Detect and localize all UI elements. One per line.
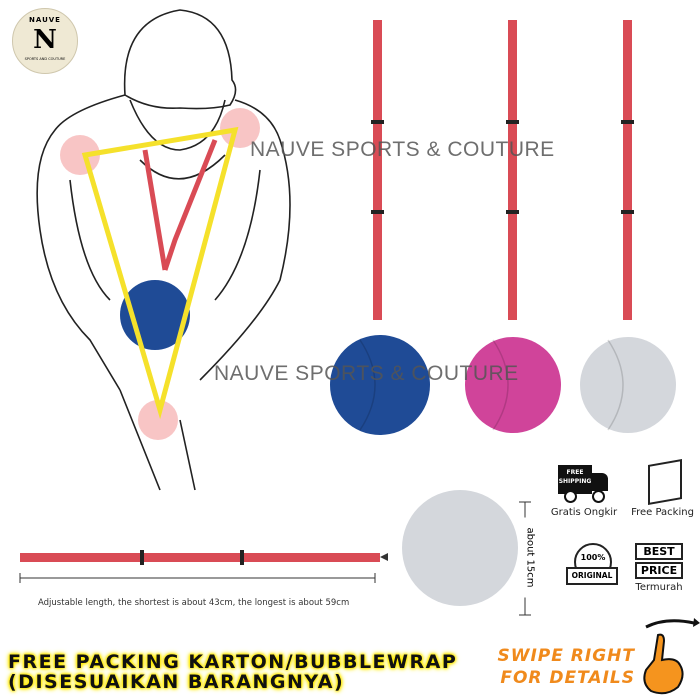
logo-bottom-text: SPORTS AND COUTURE [24,57,66,61]
promo-line: FREE PACKING KARTON/BUBBLEWRAP [8,651,458,673]
hand-highlight [138,400,178,440]
truck-text: FREE [566,469,584,476]
golfer-illustration [36,9,291,491]
truck-text: SHIPPING [558,478,592,485]
ball-size-reference [402,490,518,606]
seal-text: ORIGINAL [566,567,618,585]
best-text: BEST [635,543,683,560]
brand-logo: NAUVE N SPORTS AND COUTURE [12,8,78,74]
logo-letter: N [33,25,57,55]
watermark: NAUVE SPORTS & COUTURE [250,138,555,161]
badge-label: Gratis Ongkir [550,507,618,518]
pointing-hand-icon [643,618,700,695]
pink-ball [465,337,561,433]
swipe-line: SWIPE RIGHT [497,646,635,666]
best-price-icon: BEST PRICE [635,543,683,579]
shoulder-highlight [220,108,260,148]
product-variants [330,20,676,435]
triangle-guide [81,126,239,420]
price-text: PRICE [635,562,683,579]
package-box-icon [648,459,682,505]
original-seal-icon: 100% ORIGINAL [566,543,618,585]
grey-ball [580,337,676,433]
watermark: NAUVE SPORTS & COUTURE [214,362,519,385]
free-shipping-truck-icon: FREE SHIPPING [552,465,614,503]
free-packing-promo: FREE PACKING KARTON/BUBBLEWRAP (DISESUAI… [8,652,457,692]
blue-ball [330,335,430,435]
swipe-hint: SWIPE RIGHT FOR DETAILS [470,645,635,689]
badge-label: Termurah [635,582,683,593]
length-caption: Adjustable length, the shortest is about… [38,598,350,608]
badge-label: Free Packing [631,507,694,518]
diameter-label: about 15cm [524,517,536,598]
promo-line: (DISESUAIKAN BARANGNYA) [8,671,345,693]
logo-top-text: NAUVE [29,16,61,24]
swipe-line: FOR DETAILS [500,668,635,688]
